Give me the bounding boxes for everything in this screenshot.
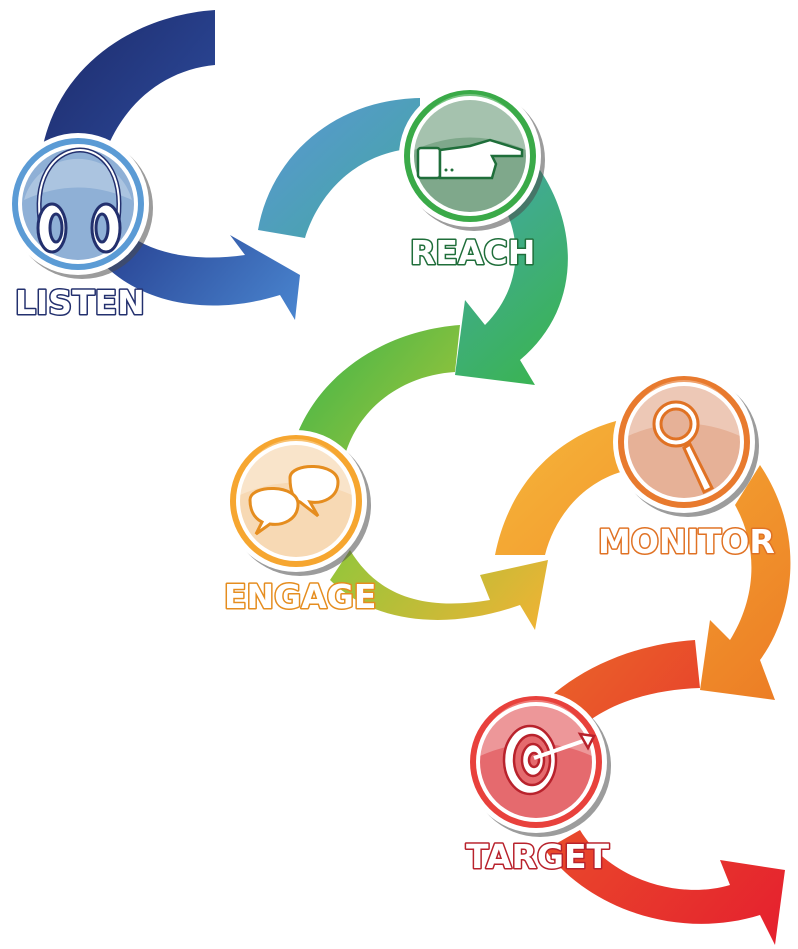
stage-label-engage: ENGAGE (224, 577, 376, 616)
stage-monitor (613, 371, 759, 517)
speech-bubbles-icon (248, 465, 340, 536)
stage-label-reach: REACH (410, 233, 535, 272)
monitor-arrow (495, 420, 791, 700)
headphones-icon (36, 147, 122, 254)
pointing-hand-icon (416, 138, 524, 180)
target-dart-icon (502, 724, 596, 796)
stage-label-listen: LISTEN (15, 283, 145, 322)
magnifying-glass-icon (652, 400, 715, 495)
stage-engage (225, 430, 371, 576)
stage-reach (399, 85, 545, 231)
stage-label-monitor: MONITOR (598, 522, 775, 561)
stage-label-target: TARGET (466, 837, 610, 876)
stage-listen (7, 133, 153, 279)
engage-arrow (295, 325, 548, 630)
stage-target (465, 691, 611, 837)
reach-arrow (258, 98, 568, 385)
